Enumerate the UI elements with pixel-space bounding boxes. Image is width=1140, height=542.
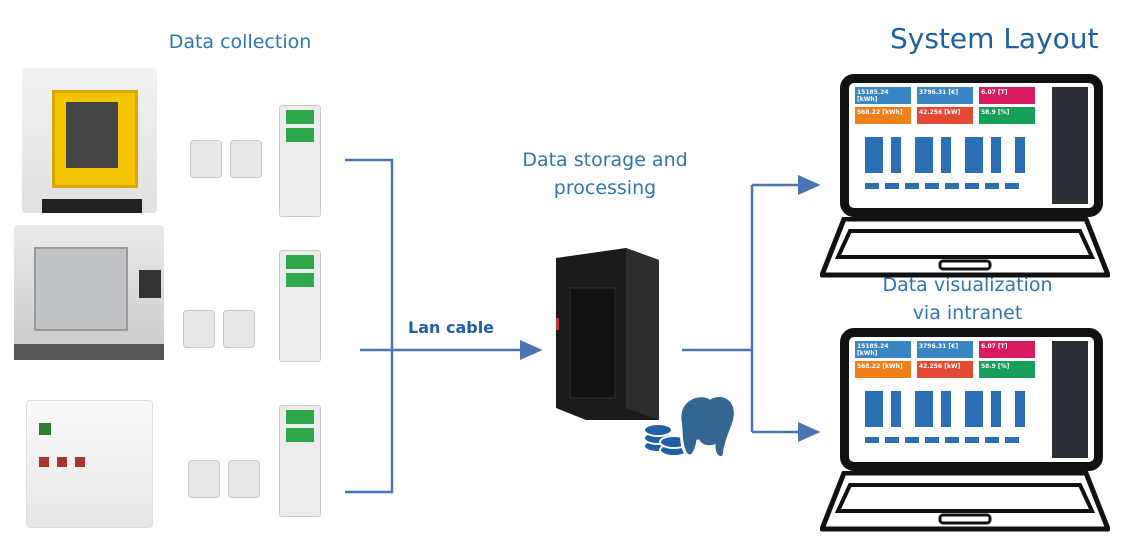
dashboard-screen-1: 15185.24 [kWh] 3796.31 [€] 6.07 [T] 568.…: [840, 74, 1103, 217]
laptop-base-1: [819, 216, 1111, 278]
visualization-label-line1: Data visualization: [882, 274, 1053, 296]
kpi-power: 42.256 [kW]: [917, 107, 973, 124]
kpi-co2: 6.07 [T]: [979, 87, 1035, 104]
energy-meter-1: [279, 105, 321, 217]
laptop-base-2: [819, 470, 1111, 532]
power-chart: [865, 137, 1025, 173]
visualization-label: Data visualization via intranet: [855, 271, 1080, 327]
visualization-label-line2: via intranet: [912, 302, 1023, 324]
kpi-energy: 15185.24 [kWh]: [855, 341, 911, 358]
storage-label-line2: processing: [553, 177, 657, 199]
cnc-machine-yellow: [22, 68, 157, 213]
database-icon: [640, 412, 690, 464]
current-clamps-2: [183, 310, 255, 348]
laptop-1: 15185.24 [kWh] 3796.31 [€] 6.07 [T] 568.…: [819, 74, 1111, 283]
kpi-cost: 3796.31 [€]: [917, 341, 973, 358]
current-clamps-3: [188, 460, 260, 498]
system-layout-title: System Layout: [890, 22, 1099, 55]
dashboard-screen-2: 15185.24 [kWh] 3796.31 [€] 6.07 [T] 568.…: [840, 328, 1103, 471]
lan-cable-label: Lan cable: [408, 318, 495, 337]
storage-label: Data storage and processing: [495, 146, 715, 202]
kpi-cost: 3796.31 [€]: [917, 87, 973, 104]
current-clamps-1: [190, 140, 262, 178]
kpi-power: 42.256 [kW]: [917, 361, 973, 378]
storage-label-line1: Data storage and: [522, 149, 688, 171]
kpi-co2: 6.07 [T]: [979, 341, 1035, 358]
kpi-energy: 15185.24 [kWh]: [855, 87, 911, 104]
cnc-machine-grey: [14, 225, 164, 360]
chiller-unit: [26, 400, 153, 528]
kpi-percent: 58.9 [%]: [979, 107, 1035, 124]
kpi-energy-2: 568.22 [kWh]: [855, 107, 911, 124]
postgresql-elephant-icon: [670, 390, 742, 466]
server-tower: [556, 248, 659, 420]
data-collection-label: Data collection: [168, 31, 312, 53]
kpi-percent: 58.9 [%]: [979, 361, 1035, 378]
energy-meter-2: [279, 250, 321, 362]
kpi-energy-2: 568.22 [kWh]: [855, 361, 911, 378]
laptop-2: 15185.24 [kWh] 3796.31 [€] 6.07 [T] 568.…: [819, 328, 1111, 537]
energy-meter-3: [279, 405, 321, 517]
power-chart: [865, 391, 1025, 427]
meter-bus-line: [345, 158, 394, 494]
